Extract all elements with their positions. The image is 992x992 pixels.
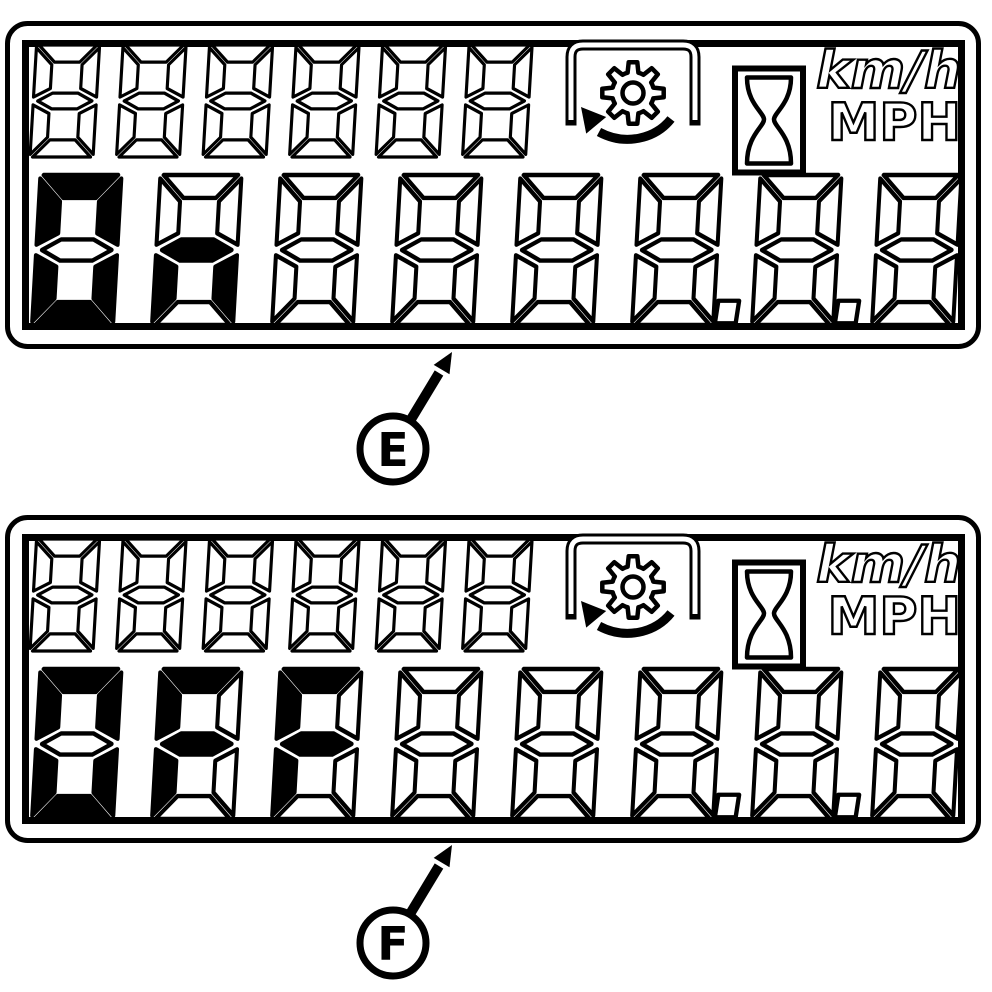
callout-arrow [405,863,444,917]
unit-label-mph: MPH [828,93,961,153]
seg-digit-unlit [872,175,962,325]
seg-digit-unlit [272,175,362,325]
main-digit-row [32,669,962,819]
callout-letter: E [377,423,408,477]
seg-digit-unlit [287,537,361,653]
decimal-point [835,795,859,818]
seg-digit-unlit [752,669,842,819]
callout-circle [356,906,430,980]
callout-letter: F [377,917,408,971]
seg-digit-unlit [512,175,602,325]
panel-outer-border [5,21,981,349]
unit-label-mph: MPH [828,587,961,647]
seg-digit-lit [32,669,122,819]
seg-digit-unlit [28,537,102,653]
pto-gear-rotation-icon [571,45,695,139]
lcd-panel-f: km/h MPH [5,515,981,843]
seg-digit-unlit [114,537,188,653]
main-digit-row [32,175,962,325]
panel-outer-border [5,515,981,843]
seg-digit-unlit [392,175,482,325]
seg-digit-unlit [872,669,962,819]
seg-digit-unlit [201,537,275,653]
callout-circle [356,412,430,486]
unit-label-kmh: km/h [816,535,961,595]
callout-arrow [405,370,444,424]
lcd-panel-e: km/h MPH [5,21,981,349]
seg-digit-unlit [632,175,722,325]
decimal-point [715,301,739,324]
unit-label-kmh: km/h [816,41,961,101]
seg-digit-lit [272,669,362,819]
seg-digit-unlit [201,43,275,159]
seg-digit-unlit [287,43,361,159]
seg-digit-lit [152,175,242,325]
callout-e: E [356,352,452,486]
seg-digit-unlit [374,43,448,159]
seg-digit-unlit [392,669,482,819]
seg-digit-unlit [752,175,842,325]
pto-gear-rotation-icon [571,539,695,633]
small-digit-row [28,43,534,159]
seg-digit-lit [32,175,122,325]
callout-f: F [356,845,452,980]
seg-digit-lit [152,669,242,819]
seg-digit-unlit [512,669,602,819]
hourglass-icon [735,69,803,173]
seg-digit-unlit [374,537,448,653]
small-digit-row [28,537,534,653]
seg-digit-unlit [114,43,188,159]
decimal-point [835,301,859,324]
hourglass-icon [735,563,803,667]
seg-digit-unlit [28,43,102,159]
decimal-point [715,795,739,818]
seg-digit-unlit [460,537,534,653]
seg-digit-unlit [460,43,534,159]
seg-digit-unlit [632,669,722,819]
